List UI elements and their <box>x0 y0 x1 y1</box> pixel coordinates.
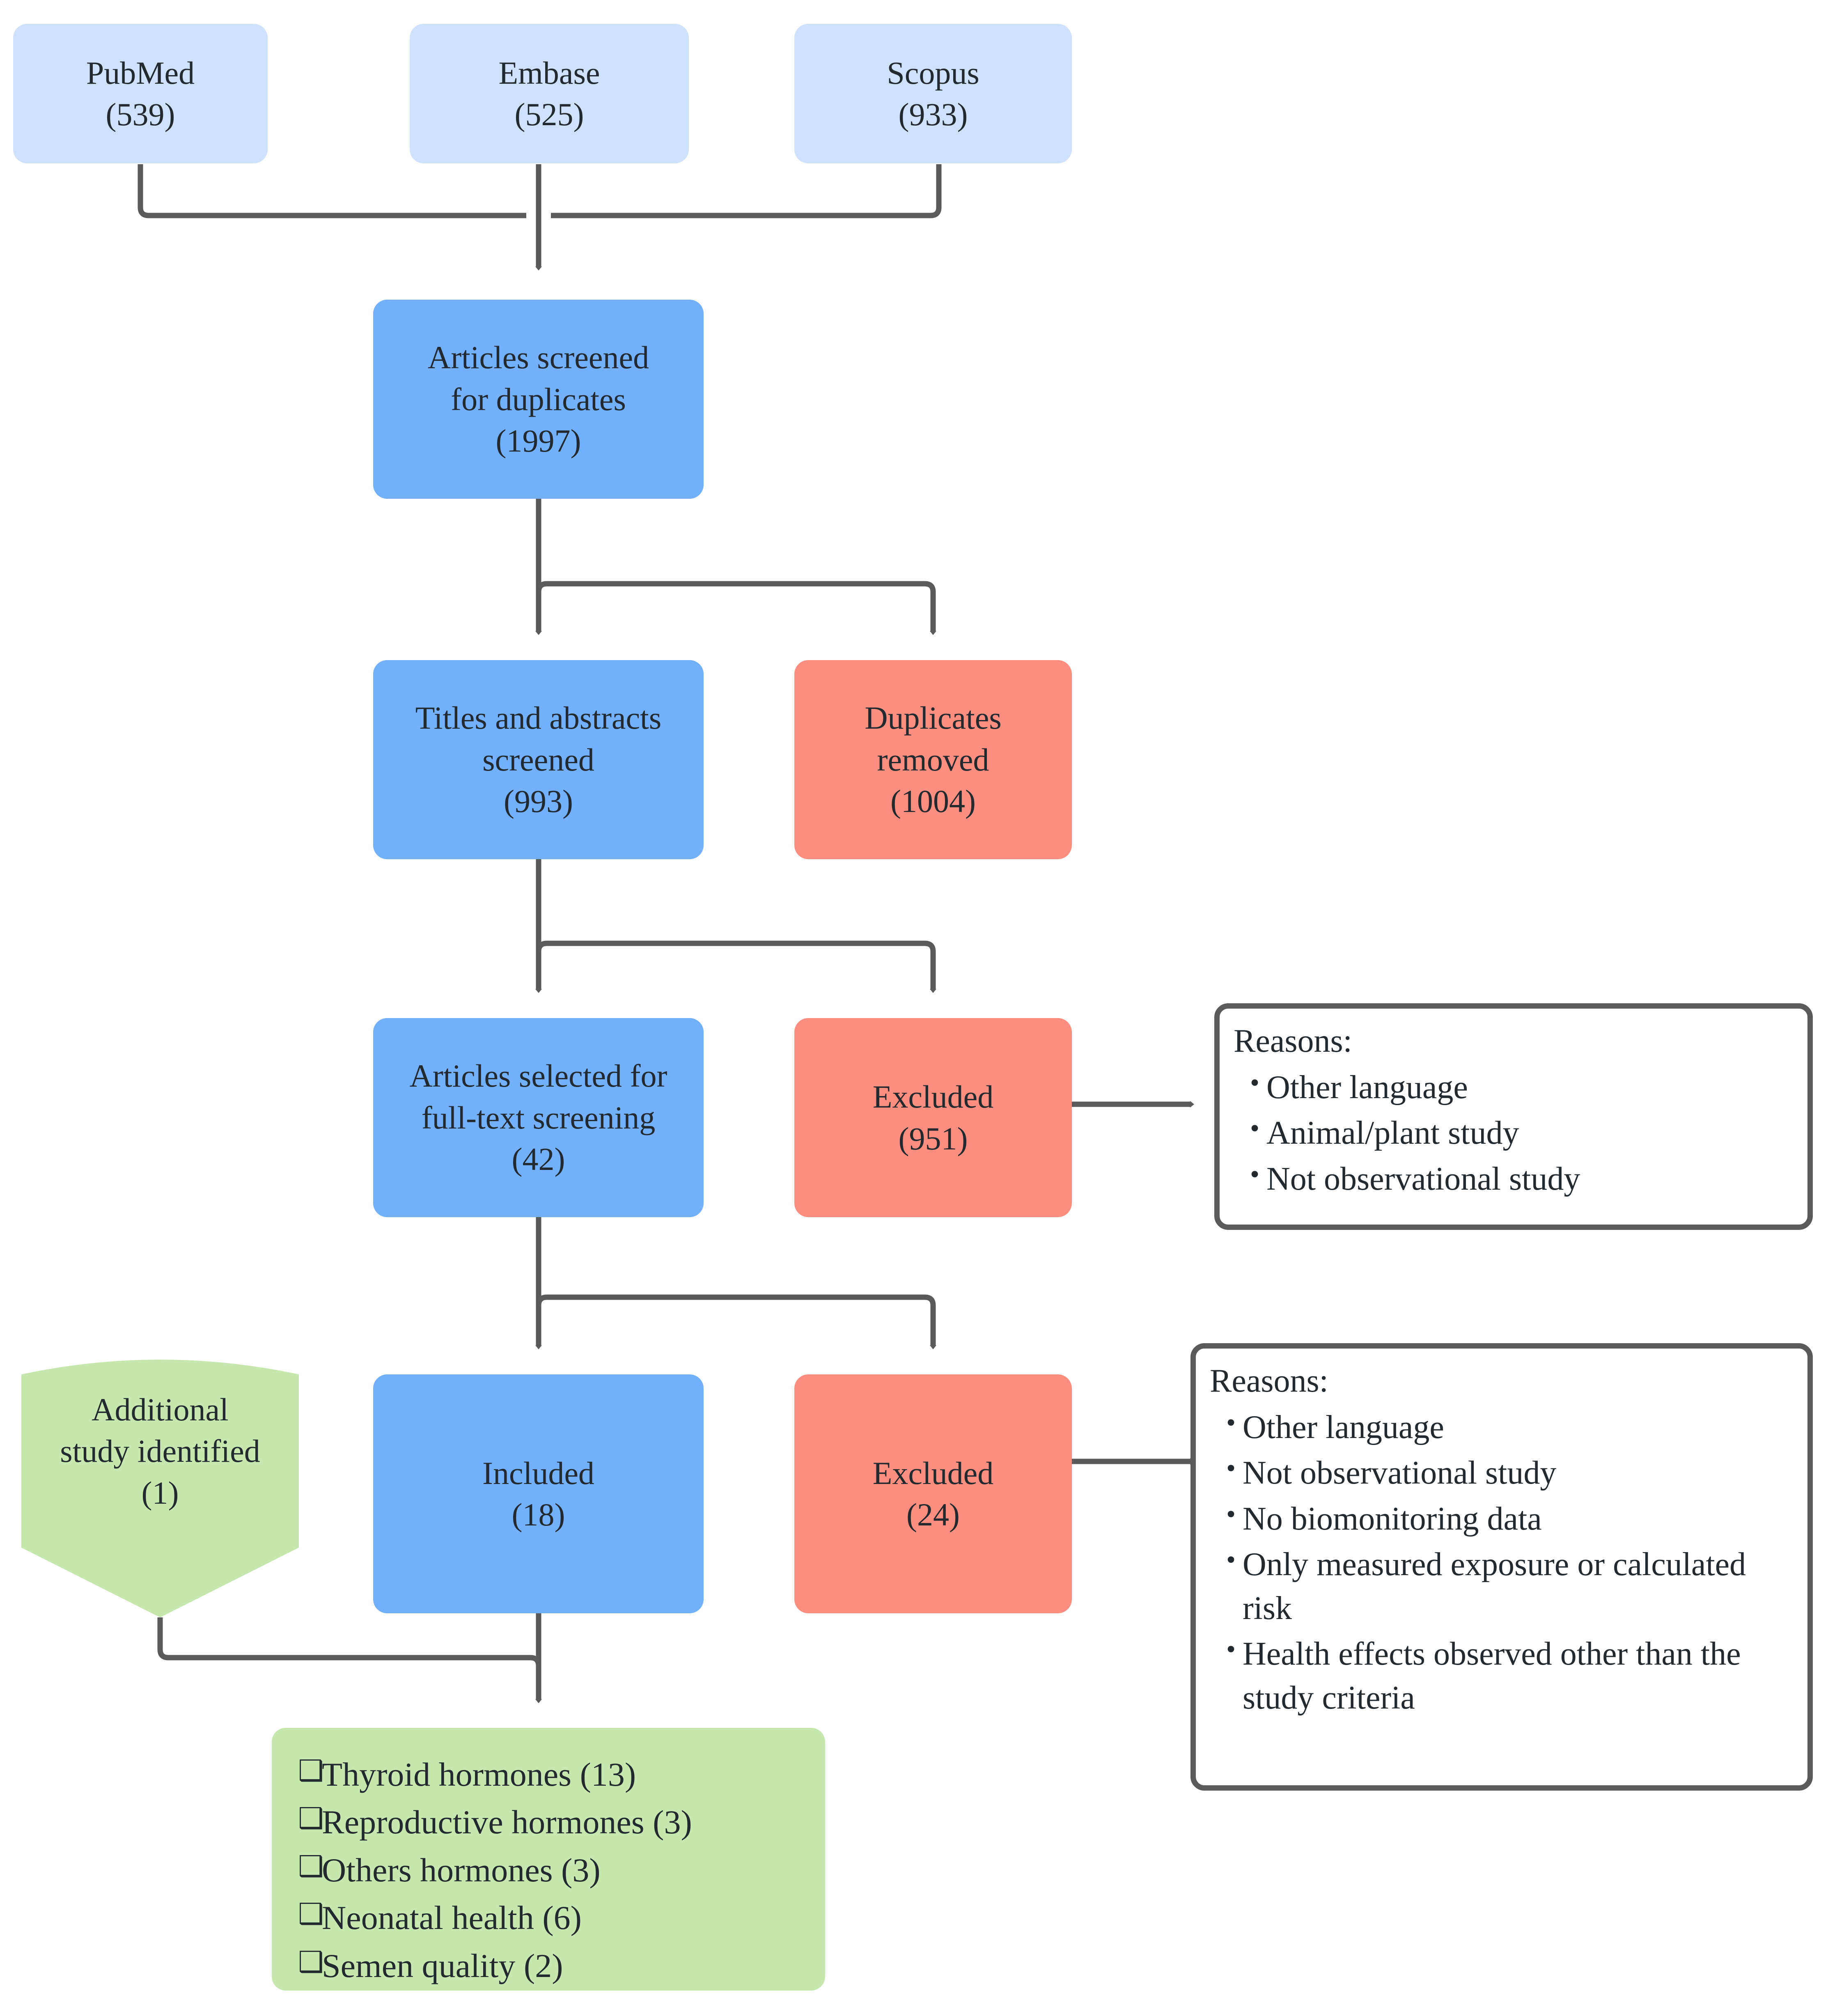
fulltext-line-2: full-text screening <box>421 1099 656 1135</box>
outcomes-box: Thyroid hormones (13) Reproductive hormo… <box>272 1728 825 1991</box>
additional-count: (1) <box>141 1475 179 1511</box>
process-box-articles-selected-full-text: Articles selected for full-text screenin… <box>373 1018 704 1217</box>
pubmed-label: PubMed <box>86 55 195 91</box>
reason-item: Health effects observed other than the s… <box>1226 1631 1794 1720</box>
fulltext-line-1: Articles selected for <box>409 1058 667 1094</box>
duplicates-removed-line-2: removed <box>877 741 989 778</box>
excluded-951-label: Excluded <box>872 1079 994 1115</box>
screened-line-1: Articles screened <box>427 339 649 376</box>
process-box-included: Included (18) <box>373 1374 704 1613</box>
included-label: Included <box>482 1455 594 1491</box>
embase-count: (525) <box>514 96 584 132</box>
edge-scopus-to-screened <box>551 164 942 218</box>
excluded-box-fulltext-24: Excluded (24) <box>794 1374 1072 1613</box>
excluded-box-duplicates-removed: Duplicates removed (1004) <box>794 660 1072 859</box>
edge-screened-to-duplicates <box>536 581 936 635</box>
reason-item: Animal/plant study <box>1250 1110 1794 1155</box>
source-box-scopus: Scopus (933) <box>794 24 1072 163</box>
reasons-box-fulltext: Reasons: Other language Not observationa… <box>1190 1343 1813 1791</box>
reasons-screening-heading: Reasons: <box>1234 1023 1352 1059</box>
excluded-951-count: (951) <box>898 1120 968 1156</box>
source-box-pubmed: PubMed (539) <box>13 24 268 163</box>
titles-line-1: Titles and abstracts <box>415 700 662 736</box>
fulltext-count: (42) <box>511 1141 565 1177</box>
reason-item: Other language <box>1226 1405 1794 1450</box>
edge-additional-to-outcomes <box>157 1617 542 1703</box>
scopus-label: Scopus <box>887 55 979 91</box>
scopus-count: (933) <box>898 96 968 132</box>
outcome-item: Reproductive hormones (3) <box>298 1798 809 1846</box>
outcome-item: Thyroid hormones (13) <box>298 1751 809 1798</box>
reason-item: Not observational study <box>1250 1156 1794 1201</box>
outcome-item: Semen quality (2) <box>298 1942 809 1990</box>
additional-study-shield: Additional study identified (1) <box>21 1355 299 1617</box>
titles-line-2: screened <box>482 741 594 778</box>
duplicates-removed-line-1: Duplicates <box>865 700 1002 736</box>
pubmed-count: (539) <box>106 96 175 132</box>
included-count: (18) <box>511 1497 565 1532</box>
additional-line-1: Additional <box>92 1391 229 1427</box>
edge-fulltext-to-excluded-24 <box>536 1294 936 1349</box>
edge-pubmed-to-screened <box>138 164 526 218</box>
reason-item: Only measured exposure or calculated ris… <box>1226 1542 1794 1631</box>
outcomes-list: Thyroid hormones (13) Reproductive hormo… <box>298 1751 809 1990</box>
reason-item: Other language <box>1250 1065 1794 1110</box>
reasons-fulltext-heading: Reasons: <box>1210 1363 1328 1399</box>
embase-label: Embase <box>498 55 600 91</box>
duplicates-removed-count: (1004) <box>890 783 976 819</box>
reason-item: No biomonitoring data <box>1226 1496 1794 1541</box>
excluded-box-screening-951: Excluded (951) <box>794 1018 1072 1217</box>
reason-item: Not observational study <box>1226 1450 1794 1495</box>
excluded-24-count: (24) <box>906 1497 960 1532</box>
outcome-item: Neonatal health (6) <box>298 1894 809 1942</box>
titles-count: (993) <box>504 783 573 819</box>
process-box-articles-screened-for-duplicates: Articles screened for duplicates (1997) <box>373 300 704 499</box>
excluded-24-label: Excluded <box>872 1455 994 1491</box>
reasons-fulltext-list: Other language Not observational study N… <box>1208 1405 1794 1720</box>
screened-count: (1997) <box>495 423 581 459</box>
process-box-titles-abstracts-screened: Titles and abstracts screened (993) <box>373 660 704 859</box>
outcome-item: Others hormones (3) <box>298 1846 809 1894</box>
shield-shape <box>21 1360 299 1617</box>
edge-titles-to-excluded-951 <box>536 940 936 993</box>
additional-study-text: Additional study identified (1) <box>21 1355 299 1548</box>
screened-line-2: for duplicates <box>451 381 626 417</box>
source-box-embase: Embase (525) <box>410 24 689 163</box>
additional-line-2: study identified <box>60 1433 260 1469</box>
reasons-screening-list: Other language Animal/plant study Not ob… <box>1232 1065 1794 1201</box>
reasons-box-screening: Reasons: Other language Animal/plant stu… <box>1214 1003 1813 1230</box>
